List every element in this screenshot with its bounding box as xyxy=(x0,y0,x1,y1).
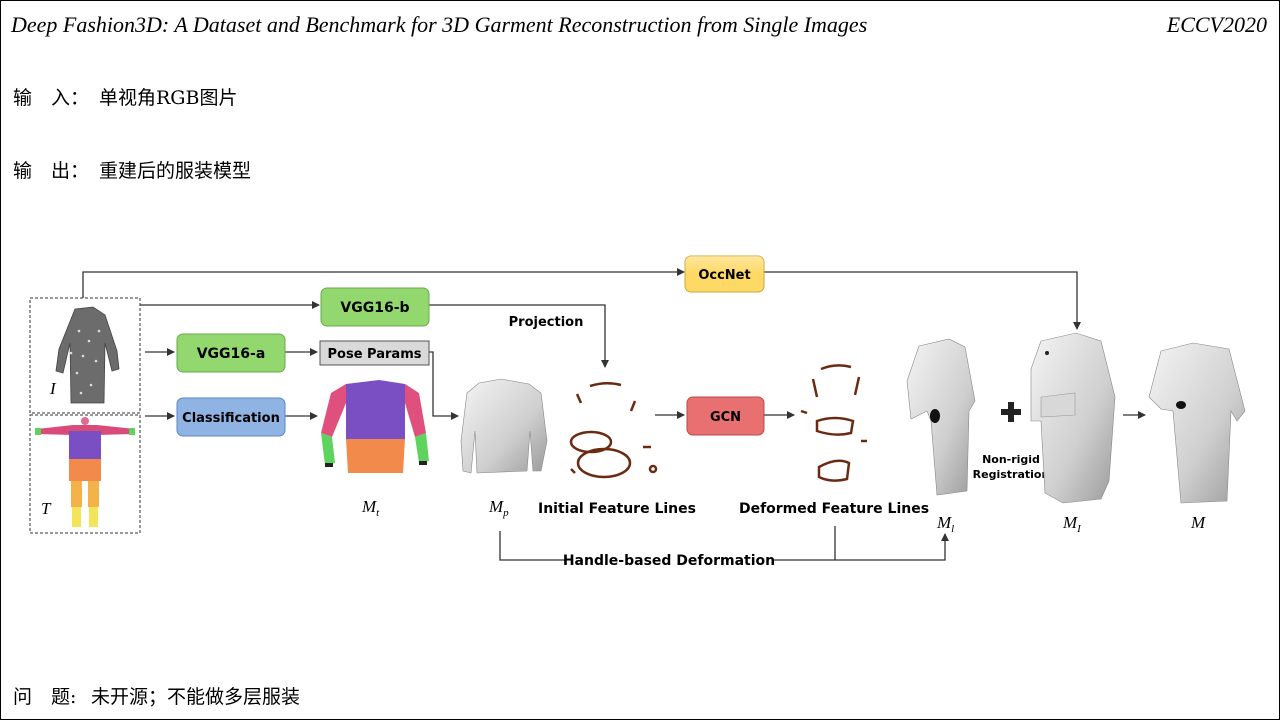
output-value: 重建后的服装模型 xyxy=(99,160,252,182)
arrow-projection xyxy=(429,304,609,368)
label-mi: MI xyxy=(1062,513,1082,535)
final-garment xyxy=(1148,342,1246,504)
deformed-feature-lines xyxy=(800,364,867,482)
vgg16a-label: VGG16-a xyxy=(197,346,266,362)
arrow-pose-to-mp xyxy=(429,351,459,420)
occnet-label: OccNet xyxy=(698,268,750,283)
vgg16b-label: VGG16-b xyxy=(340,300,409,316)
label-I: I xyxy=(49,379,57,398)
occnet-box: OccNet xyxy=(684,255,765,293)
handle-line-right xyxy=(773,533,949,561)
mi-garment xyxy=(1030,332,1116,504)
input-value: 单视角RGB图片 xyxy=(99,87,238,109)
pose-params-box: Pose Params xyxy=(319,340,430,366)
deformed-feature-lines-label: Deformed Feature Lines xyxy=(739,501,929,517)
venue-label: ECCV2020 xyxy=(1166,12,1267,37)
registration-label: Registration xyxy=(973,468,1050,481)
initial-feature-lines-label: Initial Feature Lines xyxy=(538,501,696,517)
input-garment-image xyxy=(55,306,120,404)
problem-value: 未开源；不能做多层服装 xyxy=(91,686,301,708)
input-line: 输 入： 单视角RGB图片 xyxy=(13,83,237,110)
initial-feature-lines xyxy=(569,382,658,479)
gcn-box: GCN xyxy=(686,396,765,436)
pose-params-label: Pose Params xyxy=(328,347,422,362)
arrow-occnet-to-mi xyxy=(764,271,1081,330)
input-label: 输 入： xyxy=(13,87,90,109)
problem-label: 问 题: xyxy=(13,686,77,708)
projection-label: Projection xyxy=(509,315,584,330)
label-mt: Mt xyxy=(361,497,380,519)
classification-box: Classification xyxy=(176,397,286,437)
output-label: 输 出： xyxy=(13,160,90,182)
label-T: T xyxy=(41,499,52,518)
paper-title: Deep Fashion3D: A Dataset and Benchmark … xyxy=(11,12,868,37)
vgg16b-box: VGG16-b xyxy=(320,287,430,327)
output-line: 输 出： 重建后的服装模型 xyxy=(13,156,251,183)
handle-line-left xyxy=(499,531,566,561)
template-body-image xyxy=(35,417,135,527)
mp-template-shirt xyxy=(460,378,548,474)
template-frame xyxy=(29,414,141,534)
label-ml: Ml xyxy=(936,513,954,535)
input-image-frame xyxy=(29,297,141,414)
plus-icon xyxy=(1001,402,1021,422)
problem-line: 问 题: 未开源；不能做多层服装 xyxy=(13,682,300,709)
arrow-to-occnet xyxy=(82,268,685,298)
gcn-label: GCN xyxy=(710,410,741,425)
vgg16a-box: VGG16-a xyxy=(176,333,286,373)
label-mp: Mp xyxy=(488,497,509,519)
handle-deformation-label: Handle-based Deformation xyxy=(563,553,775,569)
non-rigid-label: Non-rigid xyxy=(982,453,1040,466)
ml-garment xyxy=(906,338,976,496)
mt-colored-garment xyxy=(321,380,429,473)
label-m: M xyxy=(1190,513,1206,532)
classification-label: Classification xyxy=(182,411,280,426)
